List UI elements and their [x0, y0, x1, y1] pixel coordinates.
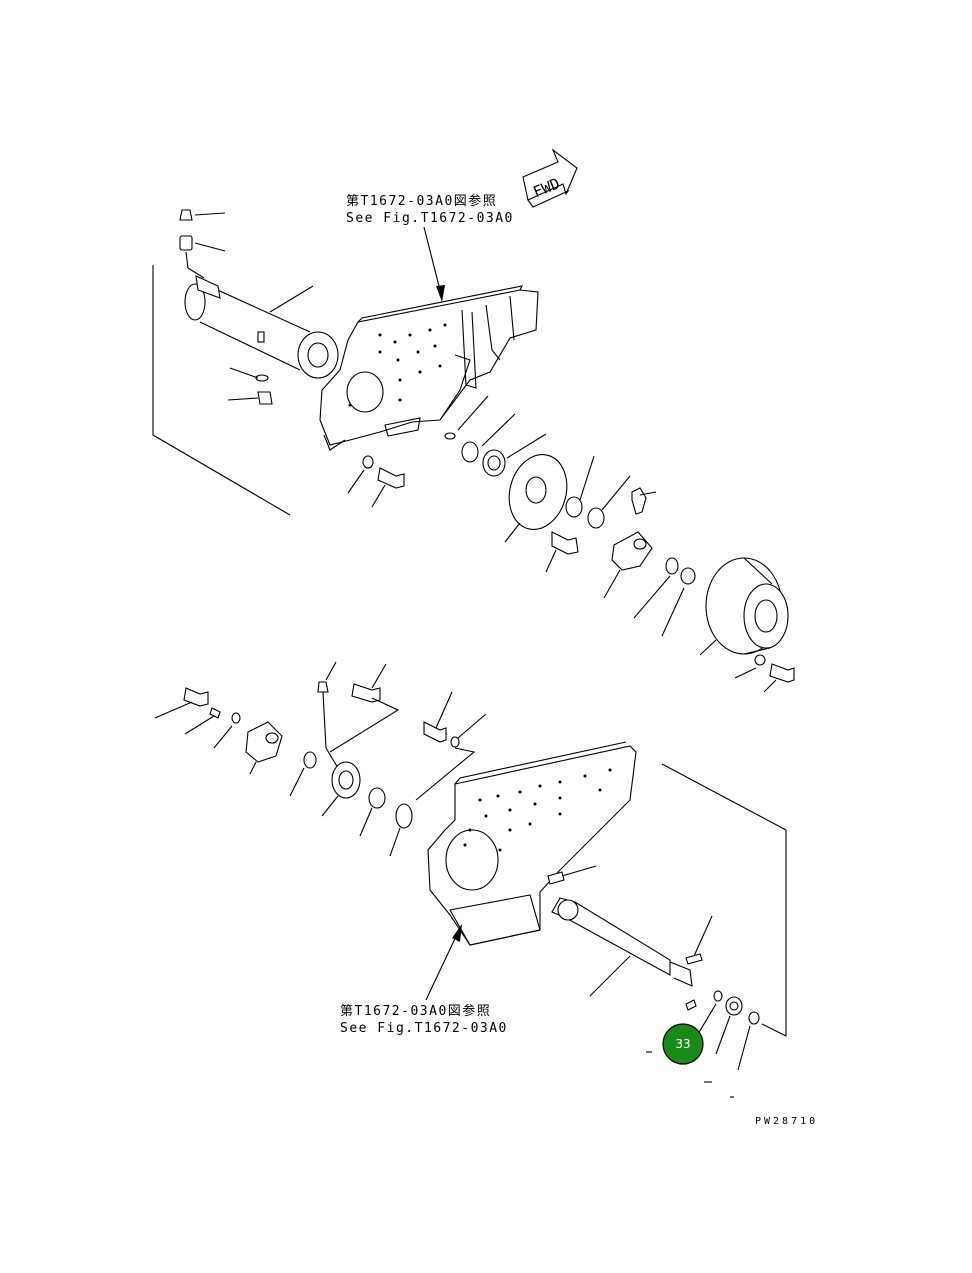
washer-bottom-left — [231, 712, 241, 724]
pin-shaft — [685, 999, 697, 1011]
top-assembly — [152, 209, 795, 693]
bottom-assembly — [154, 661, 787, 1098]
washer-shaft — [713, 990, 723, 1002]
small-fittings — [227, 331, 273, 405]
key — [547, 865, 597, 885]
bearing-2 — [565, 496, 583, 518]
upper-shaft — [184, 275, 339, 379]
callout-badge[interactable]: 33 — [662, 1023, 704, 1065]
bearing-block-bottom — [245, 721, 283, 775]
lower-frame-plate — [427, 741, 637, 946]
bolt-bottom-left — [183, 687, 209, 707]
bottom-reference-jp: 第T1672-03A0図参照 — [340, 1003, 491, 1019]
bearing-block-top — [603, 531, 653, 599]
bolt-hub — [769, 663, 795, 683]
top-reference-en: See Fig.T1672-03A0 — [346, 211, 514, 226]
top-reference-arrow — [423, 226, 445, 302]
snap-ring-top — [665, 557, 679, 575]
top-reference-jp: 第T1672-03A0図参照 — [346, 193, 497, 209]
bolt-bottom-3 — [423, 721, 447, 743]
washer-end — [748, 1011, 760, 1025]
washer-top — [362, 455, 374, 469]
upper-frame-plate — [319, 285, 539, 451]
disc-plate — [504, 454, 568, 543]
grease-fitting-bottom — [317, 661, 345, 779]
bolt-top — [377, 467, 405, 489]
fwd-arrow-icon: FWD — [522, 148, 578, 208]
pin-bottom — [209, 707, 221, 719]
bearing-top — [482, 449, 506, 477]
bottom-reference-arrow — [425, 924, 462, 1001]
elbow-fitting — [631, 487, 657, 515]
o-ring-bottom — [395, 803, 413, 829]
o-ring-small — [444, 432, 456, 440]
o-ring — [461, 441, 479, 463]
drawing-code: PW28710 — [755, 1116, 818, 1127]
bolt-disc — [551, 531, 579, 555]
callout-circle[interactable] — [662, 1023, 704, 1065]
grease-fitting-top — [179, 209, 226, 279]
nut-top — [680, 567, 696, 585]
lower-shaft — [551, 897, 713, 997]
seal-ring-bottom — [303, 751, 317, 769]
bearing-housing-bottom — [321, 761, 361, 817]
washer-hub — [754, 654, 766, 666]
bolt-bottom-2 — [351, 683, 381, 703]
bearing-3 — [587, 507, 605, 529]
bearing-bottom — [368, 787, 386, 809]
washer-bottom-3 — [450, 736, 460, 748]
bottom-reference-en: See Fig.T1672-03A0 — [340, 1021, 508, 1036]
final-drive-housing — [699, 557, 789, 656]
callout-number: 33 — [675, 1037, 690, 1051]
nut-shaft — [715, 996, 743, 1055]
